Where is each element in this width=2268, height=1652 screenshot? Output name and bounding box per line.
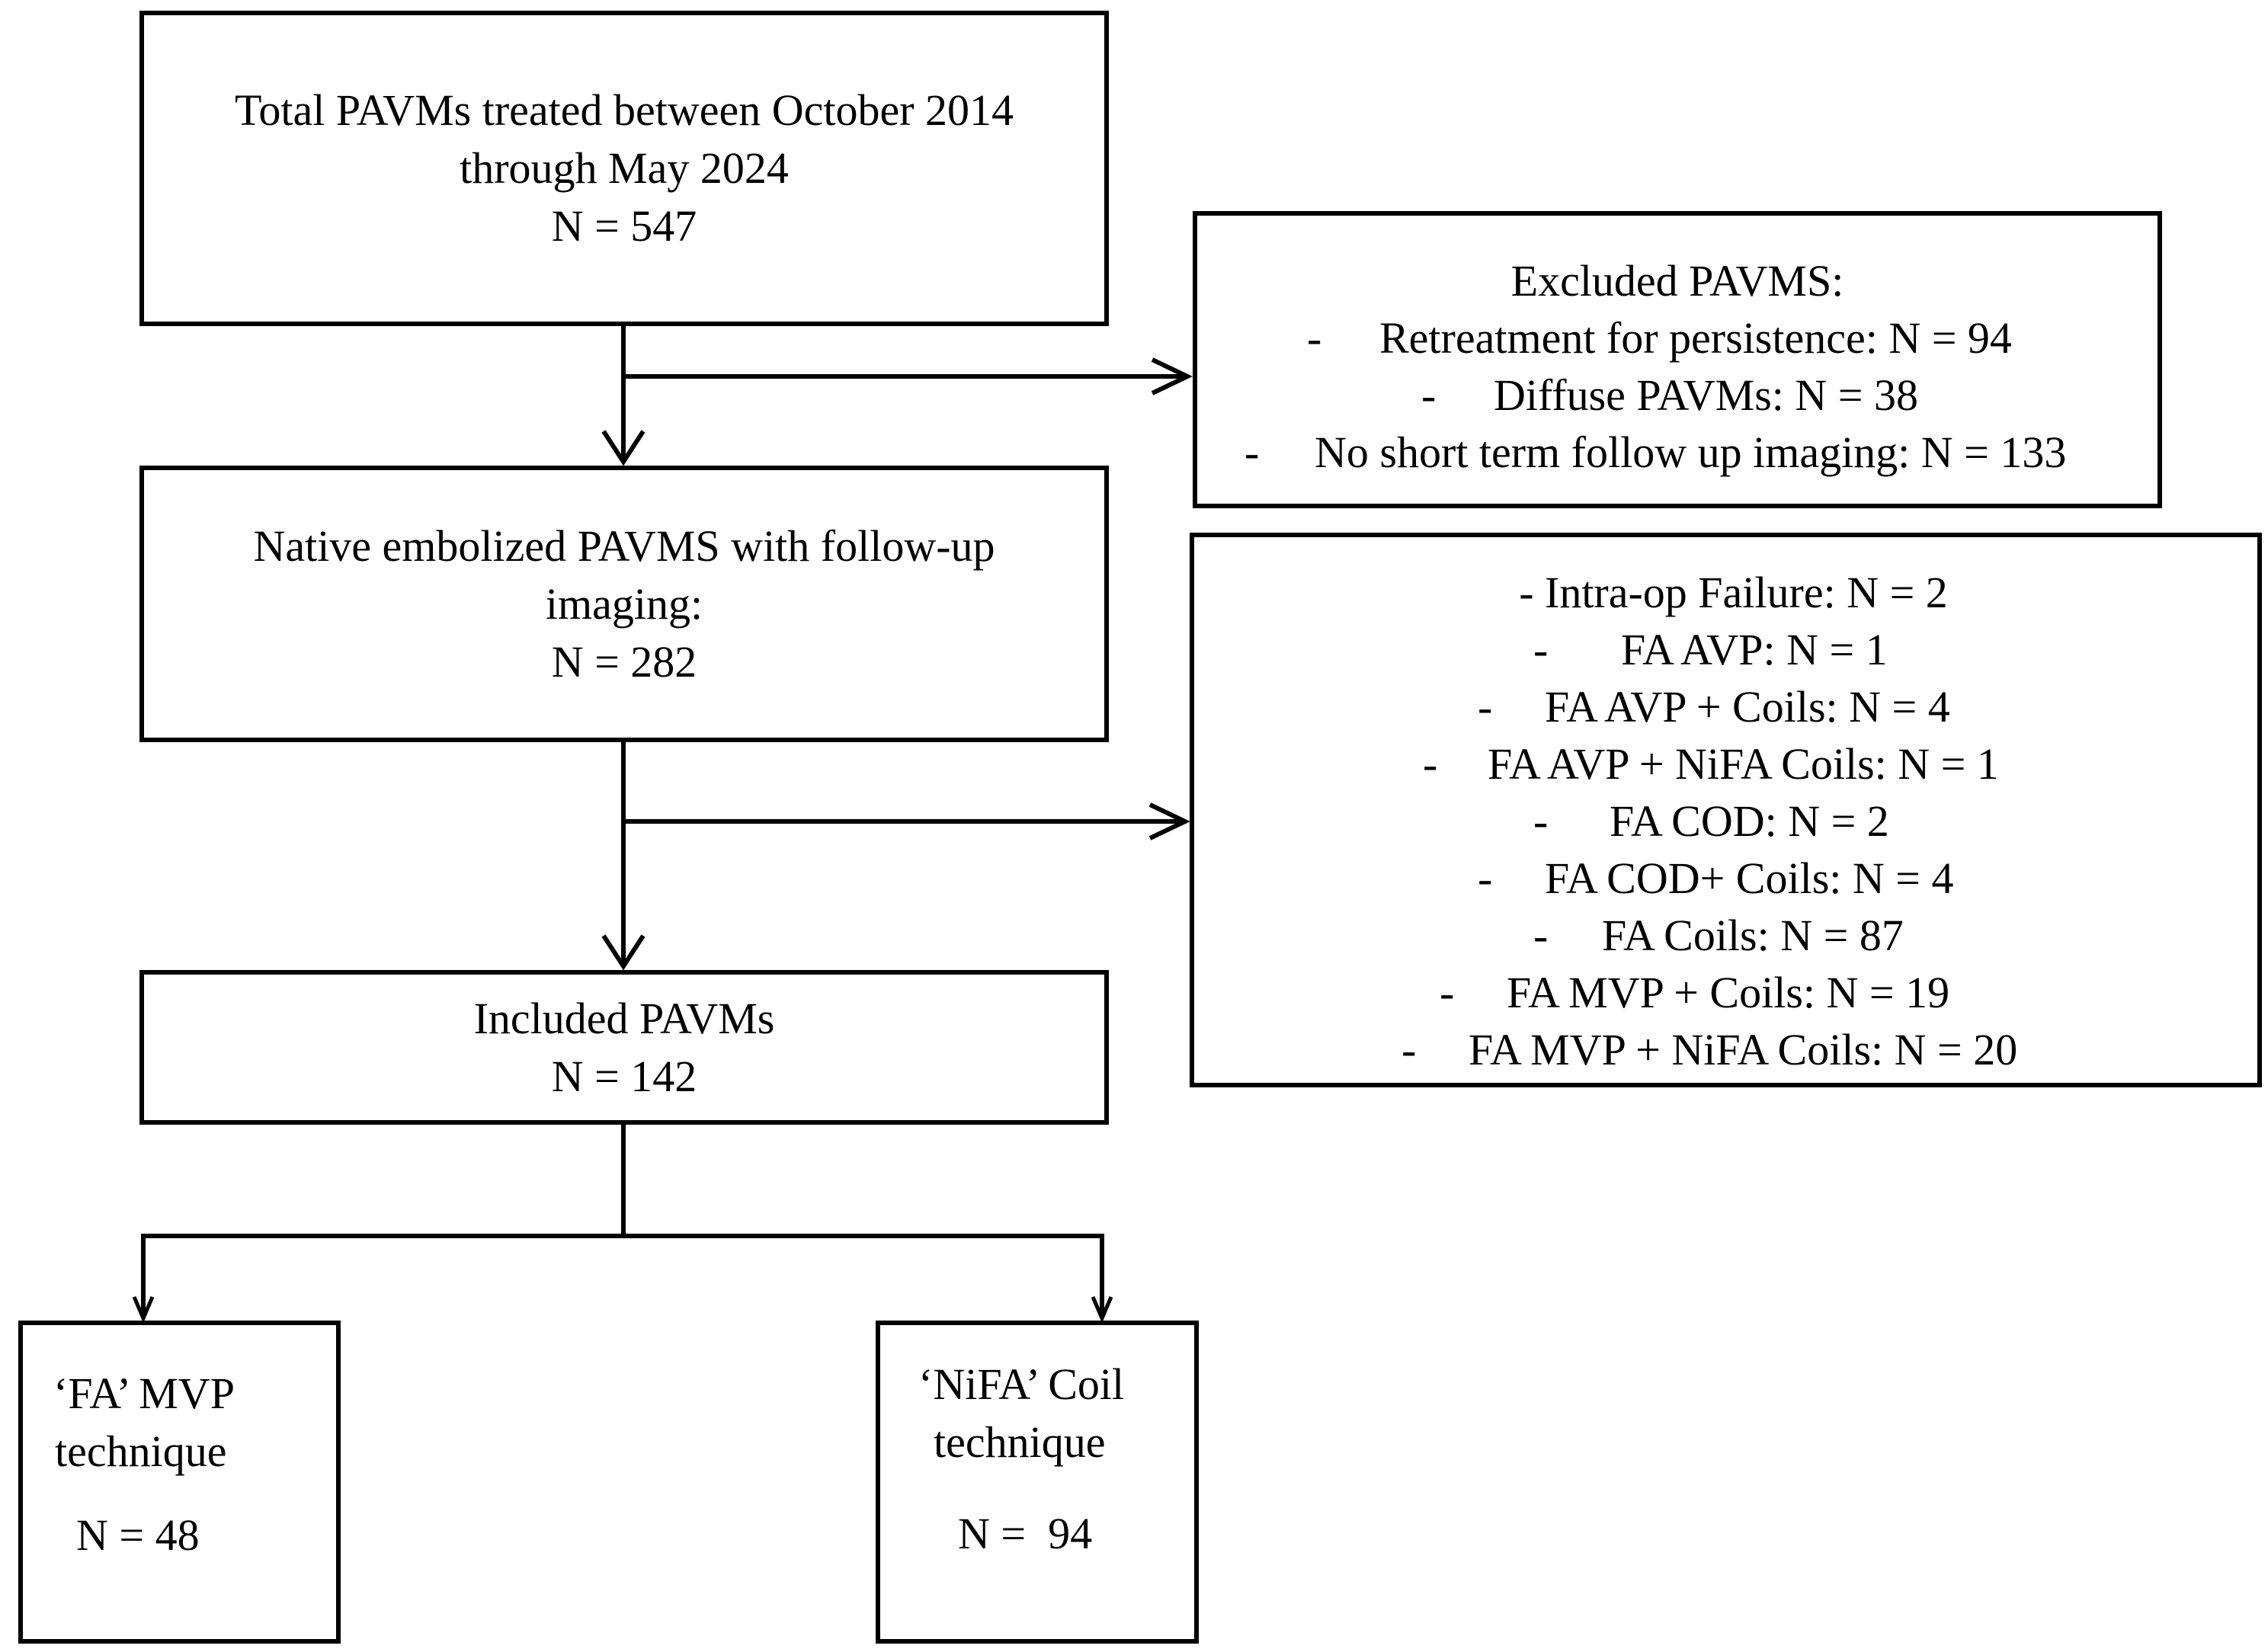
included-pavms-box: Included PAVMs N = 142 xyxy=(139,970,1109,1125)
total-count: N = 547 xyxy=(551,201,697,251)
failure-item: - FA AVP: N = 1 xyxy=(1194,621,2257,678)
native-line-1: Native embolized PAVMS with follow-up xyxy=(253,520,995,571)
arrowhead-nifa-coil xyxy=(1091,1296,1113,1324)
item-dash: - xyxy=(1533,911,1549,960)
arrowhead-failures xyxy=(1148,802,1190,840)
item-text: Retreatment for persistence: N = 94 xyxy=(1379,313,2012,363)
item-dash: - xyxy=(1478,853,1493,903)
item-dash: - xyxy=(1440,968,1455,1017)
fa-mvp-count: N = 48 xyxy=(76,1510,200,1560)
nifa-coil-technique-box: ‘NiFA’ Coil technique N = 94 xyxy=(876,1321,1199,1644)
item-dash: - xyxy=(1533,796,1549,846)
item-text: FA AVP + Coils: N = 4 xyxy=(1545,682,1950,732)
item-dash: - xyxy=(1307,313,1322,363)
excluded-item: - No short term follow up imaging: N = 1… xyxy=(1197,424,2157,481)
nifa-coil-line-1: ‘NiFA’ Coil xyxy=(918,1359,1125,1409)
item-text: FA MVP + NiFA Coils: N = 20 xyxy=(1469,1025,2018,1074)
excluded-pavms-box: Excluded PAVMS: - Retreatment for persis… xyxy=(1193,211,2162,508)
item-text: FA COD: N = 2 xyxy=(1610,796,1889,846)
arrowhead-native xyxy=(601,430,645,466)
total-line-2: through May 2024 xyxy=(460,143,789,193)
item-text: FA COD+ Coils: N = 4 xyxy=(1545,853,1954,903)
item-text: Diffuse PAVMs: N = 38 xyxy=(1494,370,1918,420)
nifa-coil-count: N = 94 xyxy=(958,1509,1093,1558)
nifa-coil-line-2: technique xyxy=(934,1417,1106,1467)
item-text: FA Coils: N = 87 xyxy=(1602,911,1904,960)
excluded-list: - Retreatment for persistence: N = 94 - … xyxy=(1197,309,2157,481)
excluded-title: Excluded PAVMS: xyxy=(1510,256,1844,306)
item-dash: - xyxy=(1245,427,1260,477)
fa-mvp-line-2: technique xyxy=(55,1426,227,1476)
included-title: Included PAVMs xyxy=(473,993,775,1043)
failure-item: - FA Coils: N = 87 xyxy=(1194,907,2257,964)
failure-list: - FA AVP: N = 1 - FA AVP + Coils: N = 4 … xyxy=(1194,621,2257,1078)
item-dash: - xyxy=(1423,739,1438,789)
item-text: No short term follow up imaging: N = 133 xyxy=(1315,427,2067,477)
item-text: FA AVP + NiFA Coils: N = 1 xyxy=(1488,739,1999,789)
arrowhead-included xyxy=(601,934,645,971)
item-text: FA MVP + Coils: N = 19 xyxy=(1507,968,1950,1017)
arrowhead-excluded xyxy=(1151,357,1193,395)
item-dash: - xyxy=(1533,625,1549,674)
native-line-2: imaging: xyxy=(545,578,703,629)
item-dash: - xyxy=(1478,682,1493,732)
included-count: N = 142 xyxy=(551,1051,697,1101)
total-line-1: Total PAVMs treated between October 2014 xyxy=(234,85,1014,135)
failure-item: - FA AVP + Coils: N = 4 xyxy=(1194,678,2257,735)
arrowhead-fa-mvp xyxy=(132,1296,155,1324)
excluded-item: - Diffuse PAVMs: N = 38 xyxy=(1197,367,2157,424)
failure-item: - FA MVP + Coils: N = 19 xyxy=(1194,964,2257,1021)
failure-item: - FA COD+ Coils: N = 4 xyxy=(1194,850,2257,907)
failure-item: - FA COD: N = 2 xyxy=(1194,792,2257,850)
item-text: FA AVP: N = 1 xyxy=(1621,625,1888,674)
intra-op-failure-box: - Intra-op Failure: N = 2 - FA AVP: N = … xyxy=(1190,533,2262,1087)
failure-item: - FA AVP + NiFA Coils: N = 1 xyxy=(1194,735,2257,792)
fa-mvp-line-1: ‘FA’ MVP xyxy=(53,1369,235,1418)
item-dash: - xyxy=(1401,1025,1417,1074)
native-embolized-box: Native embolized PAVMS with follow-up im… xyxy=(139,466,1109,742)
failure-item: - FA MVP + NiFA Coils: N = 20 xyxy=(1194,1021,2257,1078)
fa-mvp-technique-box: ‘FA’ MVP technique N = 48 xyxy=(18,1321,341,1644)
failure-title: - Intra-op Failure: N = 2 xyxy=(1519,568,1948,617)
excluded-item: - Retreatment for persistence: N = 94 xyxy=(1197,309,2157,367)
total-pavms-box: Total PAVMs treated between October 2014… xyxy=(139,11,1109,326)
item-dash: - xyxy=(1421,370,1437,420)
native-count: N = 282 xyxy=(551,636,697,687)
